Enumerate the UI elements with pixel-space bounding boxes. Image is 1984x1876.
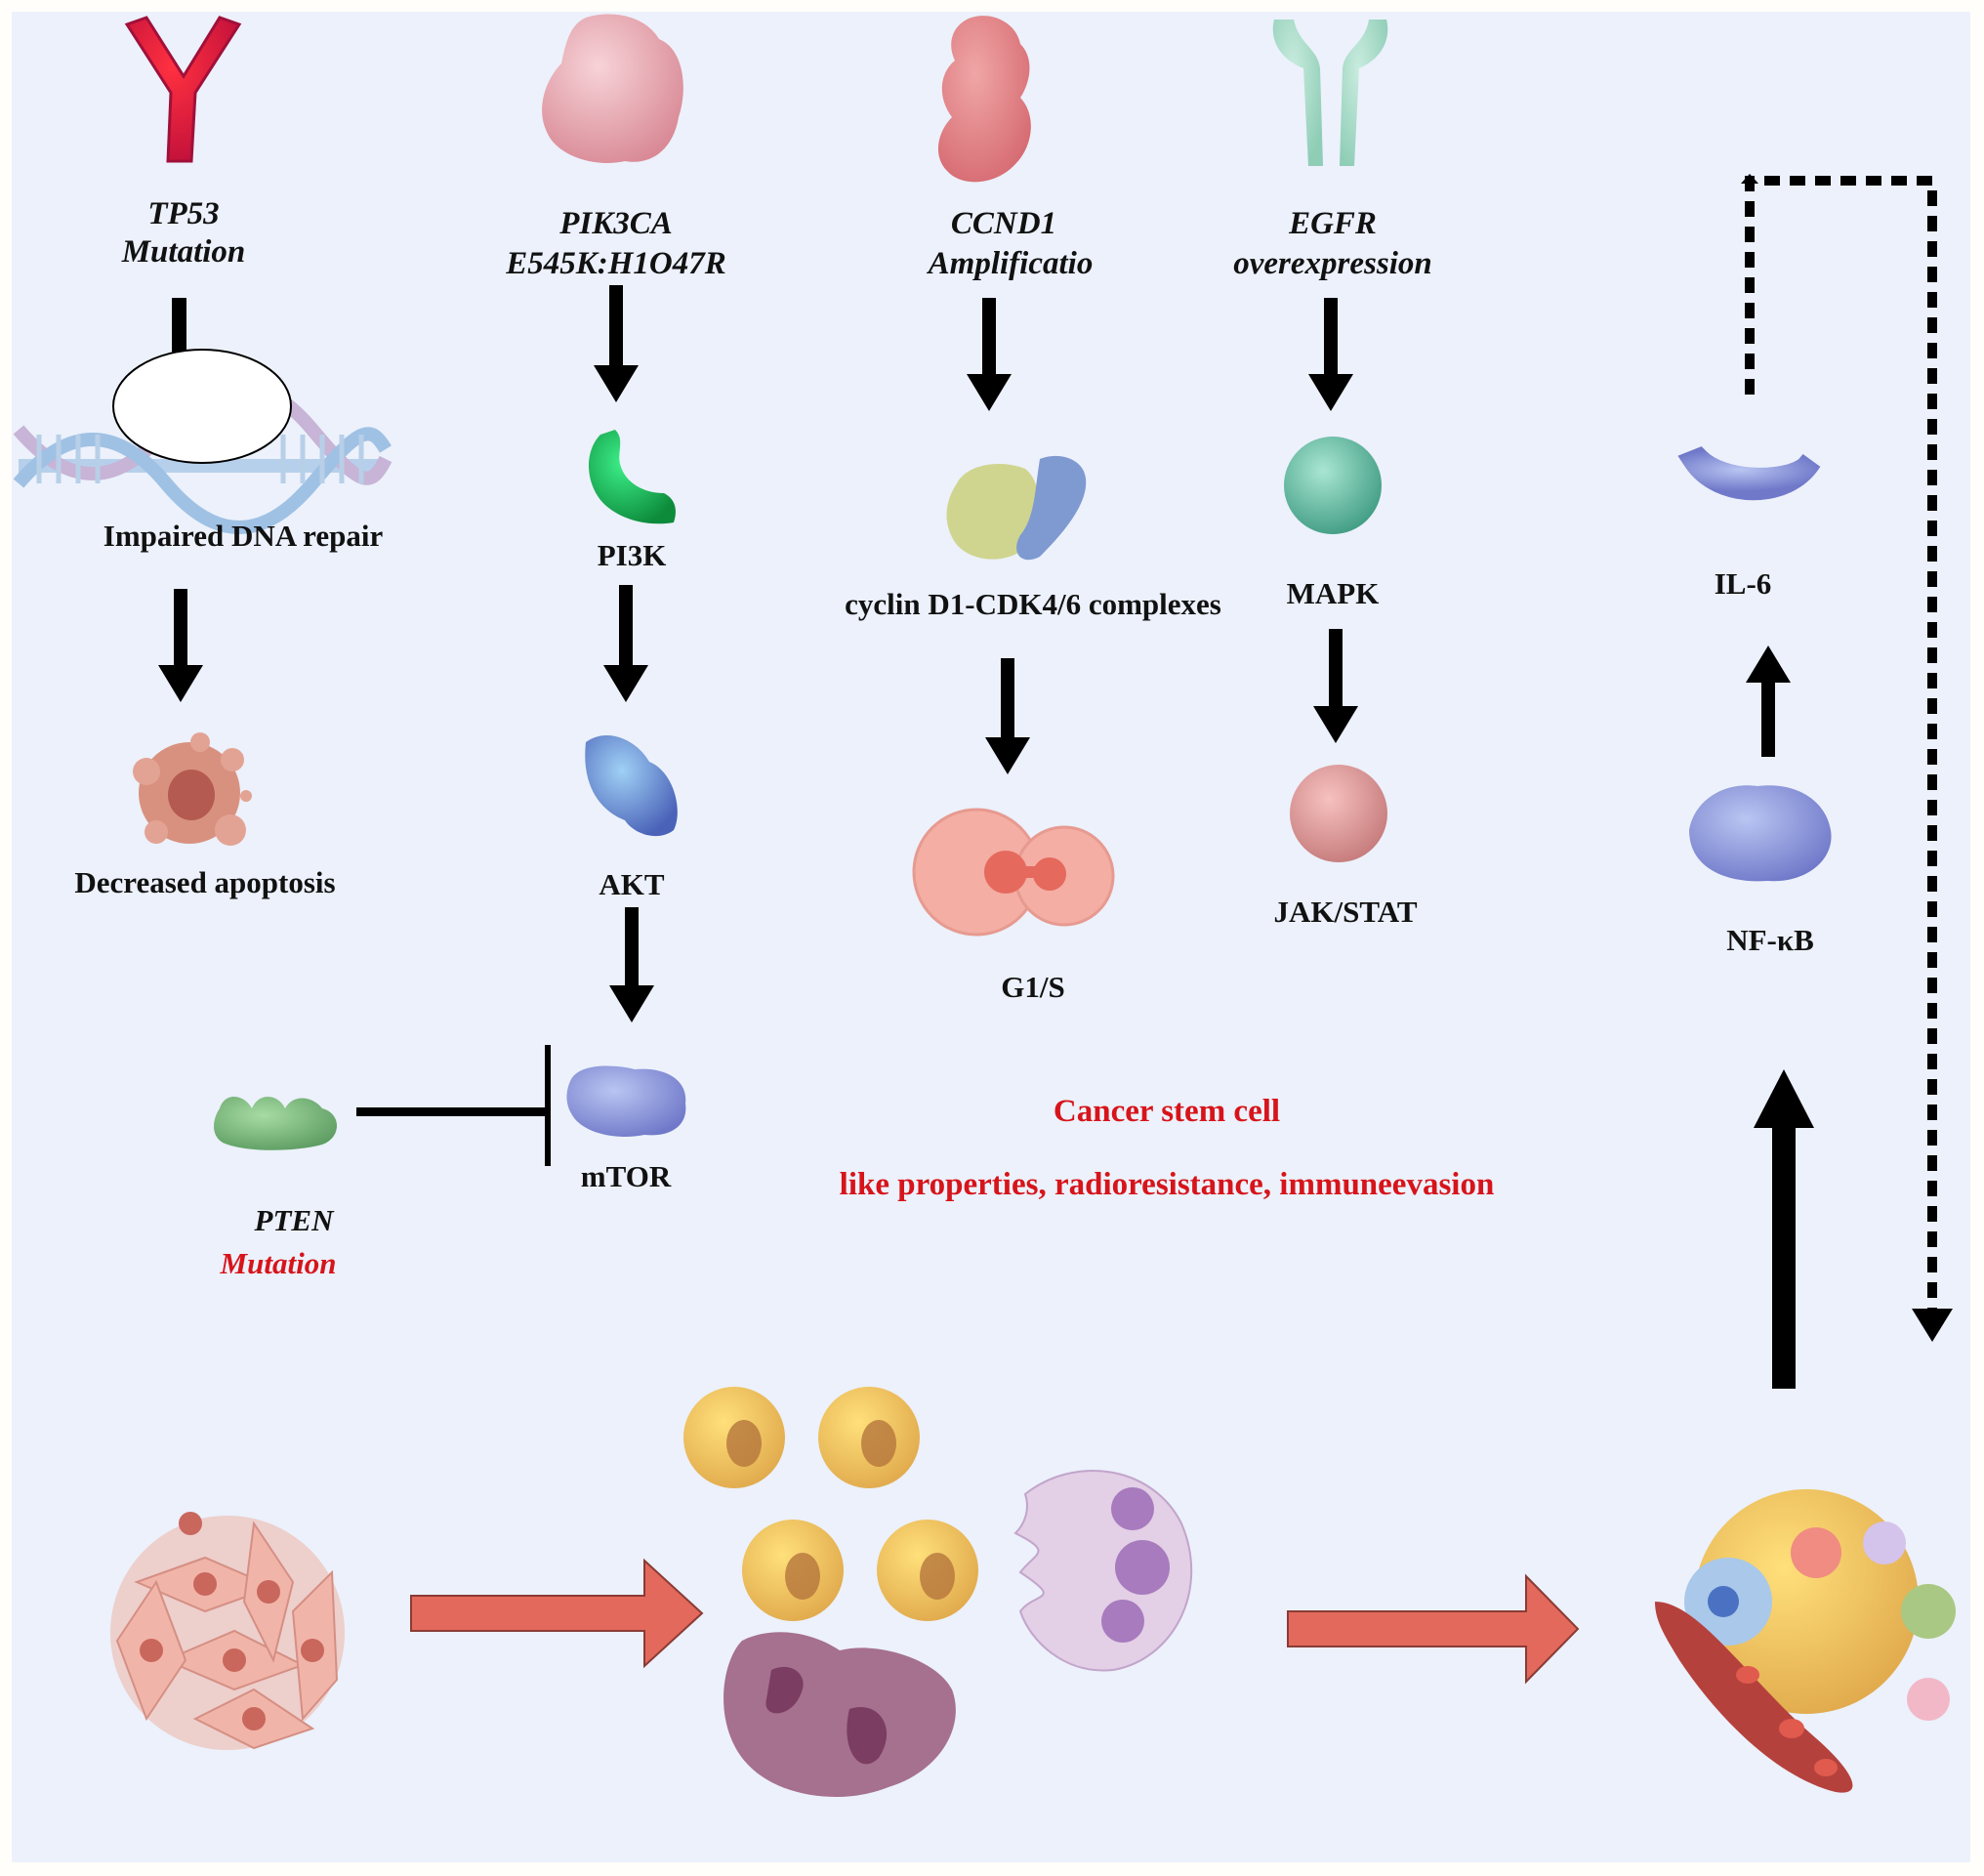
mapk-label: MAPK — [1286, 576, 1380, 610]
mtor-label: mTOR — [580, 1159, 672, 1193]
block-arrow-right — [410, 1558, 704, 1669]
tp53-event-label: Mutation — [121, 234, 246, 270]
arrow-down — [594, 285, 639, 402]
arrow-down — [985, 658, 1030, 774]
arrow-down — [603, 585, 648, 702]
decreased-apoptosis-label: Decreased apoptosis — [74, 865, 336, 899]
cyclin-complex-label: cyclin D1-CDK4/6 complexes — [845, 587, 1221, 621]
ccnd1-protein-icon — [937, 16, 1031, 183]
egfr-protein-icon — [1272, 20, 1388, 166]
impaired-dna-repair-label: Impaired DNA repair — [103, 519, 384, 553]
nfkb-protein-icon — [1689, 785, 1832, 882]
il6-label: IL-6 — [1714, 566, 1772, 601]
tp53-inhibit-bar — [172, 298, 186, 354]
nfkb-label: NF-κB — [1726, 923, 1814, 957]
pten-inhibition-line — [356, 1045, 551, 1166]
apoptotic-cell-icon — [133, 732, 252, 846]
arrow-down — [1313, 629, 1358, 743]
tumor-microenvironment-icon — [1655, 1489, 1956, 1793]
feedback-dotted-arrow — [1741, 174, 1953, 1342]
pten-event-label: Mutation — [220, 1246, 337, 1280]
pten-gene-label: PTEN — [254, 1203, 334, 1237]
tp53-protein-icon — [124, 16, 242, 163]
large-arrow-up — [1754, 1069, 1814, 1389]
block-arrow-right — [1287, 1573, 1580, 1685]
g1s-label: G1/S — [1001, 970, 1065, 1004]
repair-protein-ellipse — [112, 349, 292, 464]
akt-protein-icon — [585, 734, 678, 837]
ccnd1-event-label: Amplificatio — [928, 246, 1094, 281]
immune-cell-interaction-icon — [683, 1387, 1193, 1797]
arrow-up — [1746, 646, 1791, 757]
pik3ca-protein-icon — [542, 14, 683, 163]
egfr-gene-label: EGFR — [1289, 206, 1377, 241]
summary-line-1: Cancer stem cell — [1053, 1094, 1281, 1129]
arrow-down — [609, 907, 654, 1022]
pik3ca-gene-label: PIK3CA — [559, 206, 673, 241]
jak-stat-label: JAK/STAT — [1273, 895, 1418, 929]
pi3k-protein-icon — [588, 430, 676, 524]
tp53-gene-label: TP53 — [147, 196, 220, 231]
pi3k-label: PI3K — [597, 538, 667, 572]
pten-protein-icon — [214, 1096, 337, 1150]
mtor-protein-icon — [566, 1065, 686, 1137]
arrow-down — [1308, 298, 1353, 411]
ccnd1-gene-label: CCND1 — [950, 206, 1057, 241]
dividing-cell-icon — [912, 808, 1115, 937]
egfr-event-label: overexpression — [1233, 246, 1432, 281]
tumor-cell-cluster-icon — [110, 1512, 345, 1750]
summary-line-2: like properties, radioresistance, immune… — [839, 1167, 1495, 1202]
mapk-protein-icon — [1284, 437, 1382, 534]
arrow-down — [967, 298, 1012, 411]
cyclin-cdk-complex-icon — [946, 455, 1087, 561]
jak-stat-protein-icon — [1290, 765, 1387, 862]
pik3ca-event-label: E545K:H1O47R — [506, 246, 726, 281]
akt-label: AKT — [599, 867, 665, 901]
il6-protein-icon — [1677, 446, 1821, 501]
arrow-down — [158, 589, 203, 702]
